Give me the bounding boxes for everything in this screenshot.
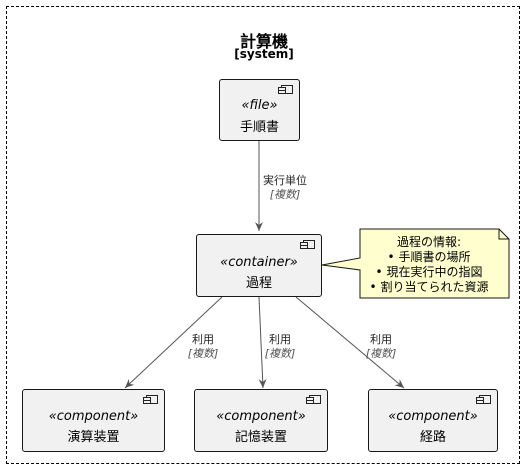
container-node: «container» 過程 — [196, 234, 322, 297]
component-node-1: «component» 演算装置 — [22, 389, 165, 452]
system-title: 計算機 — [239, 32, 288, 51]
system-stereotype: [system] — [234, 47, 294, 61]
file-name: 手順書 — [239, 120, 279, 135]
edge-multiplicity: [複数] — [187, 347, 219, 360]
note-fold — [498, 229, 509, 240]
file-stereotype: «file» — [241, 98, 278, 113]
component-2-name: 記憶装置 — [234, 430, 287, 445]
container-stereotype: «container» — [220, 255, 298, 270]
edge-container-to-comp3 — [295, 296, 405, 389]
file-node: «file» 手順書 — [219, 79, 300, 141]
edge-label-use-3: 利用 — [370, 333, 392, 346]
note-item: • 手順書の場所 — [387, 250, 471, 264]
note-item: • 現在実行中の指図 — [375, 265, 483, 279]
edge-label-use-1: 利用 — [192, 333, 214, 346]
system-boundary — [6, 6, 520, 464]
component-3-stereotype: «component» — [388, 409, 478, 424]
note-shape — [321, 228, 510, 299]
note-title: 過程の情報: — [396, 235, 462, 249]
edge-container-to-comp2 — [258, 296, 267, 389]
edge-multiplicity: [複数] — [269, 188, 301, 201]
component-3-name: 経路 — [419, 430, 446, 445]
component-1-stereotype: «component» — [48, 409, 139, 424]
component-icon — [278, 85, 293, 94]
component-node-2: «component» 記憶装置 — [194, 389, 328, 452]
component-icon — [306, 395, 321, 404]
component-1-name: 演算装置 — [67, 430, 120, 445]
component-node-3: «component» 経路 — [368, 389, 498, 452]
edge-label-execution-unit: 実行単位 — [263, 174, 307, 187]
component-icon — [143, 395, 158, 404]
container-name: 過程 — [245, 276, 272, 291]
edge-label-use-2: 利用 — [269, 333, 291, 346]
component-icon — [300, 240, 315, 249]
edge-multiplicity: [複数] — [365, 347, 397, 360]
edge-container-to-comp1 — [124, 296, 223, 389]
component-icon — [476, 395, 491, 404]
edge-multiplicity: [複数] — [264, 347, 296, 360]
note-item: • 割り当てられた資源 — [369, 280, 489, 294]
component-2-stereotype: «component» — [216, 409, 306, 424]
